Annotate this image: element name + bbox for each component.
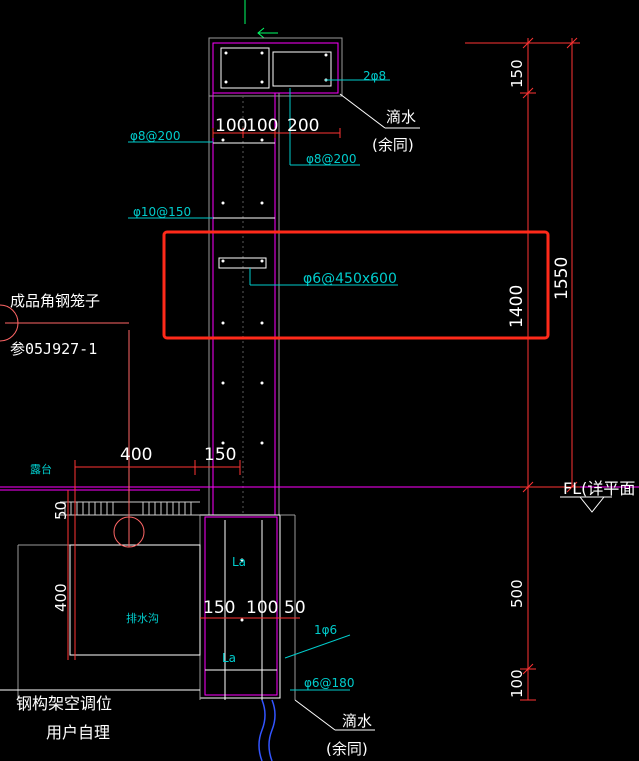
stirrups — [213, 142, 275, 269]
rebar-phi6-450x600: φ6@450x600 — [303, 271, 397, 287]
dim-top-100a: 100 — [215, 116, 247, 136]
drip-note-top: 滴水 — [386, 108, 416, 126]
rebar-phi6-180: φ6@180 — [304, 676, 354, 690]
highlight-box — [162, 230, 550, 340]
drip-leaders — [294, 93, 420, 731]
dim-100-right: 100 — [508, 669, 526, 698]
fl-marker — [560, 496, 612, 513]
la-lower: La — [222, 651, 236, 665]
dim-bottom-150: 150 — [203, 598, 235, 618]
top-dim-lines — [67, 128, 341, 660]
dim-400-vertical: 400 — [52, 583, 70, 612]
cage-circle-icon — [0, 304, 19, 342]
rebar-leaders — [128, 79, 398, 691]
balcony-label: 露台 — [30, 462, 52, 476]
same-note-bottom: (余同) — [326, 740, 368, 758]
la-upper: La — [232, 555, 246, 569]
dim-1400: 1400 — [507, 285, 527, 328]
right-dim-lines — [465, 37, 580, 701]
base-section — [0, 486, 639, 700]
same-note-top: (余同) — [372, 136, 414, 154]
rebar-phi8-200-left: φ8@200 — [130, 129, 180, 143]
rebar-dots — [221, 51, 328, 622]
fl-label: FL(详平面 — [563, 479, 635, 498]
grating-hatch — [60, 501, 200, 516]
dim-bottom-50: 50 — [284, 598, 306, 618]
rebar-1phi6: 1φ6 — [314, 623, 337, 637]
cage-note-2: 参05J927-1 — [10, 340, 97, 358]
rebar-2phi8: 2φ8 — [363, 69, 386, 83]
flow-arrow-icon — [244, 0, 278, 39]
dim-150-right: 150 — [508, 59, 526, 88]
dim-top-100b: 100 — [246, 116, 278, 136]
ac-note-2: 用户自理 — [46, 723, 110, 742]
ac-note-1: 钢构架空调位 — [16, 694, 112, 713]
dim-150: 150 — [204, 445, 236, 465]
dim-50: 50 — [52, 501, 70, 520]
dim-top-200: 200 — [287, 116, 319, 136]
cage-note-1: 成品角钢笼子 — [10, 292, 100, 310]
dim-500: 500 — [508, 579, 526, 608]
dim-1550: 1550 — [552, 257, 572, 300]
pipe-icon — [258, 699, 276, 761]
column-outline — [208, 37, 343, 515]
drain-label: 排水沟 — [126, 611, 159, 625]
dim-400: 400 — [120, 445, 152, 465]
rebar-phi8-200-right: φ8@200 — [306, 152, 356, 166]
rebar-phi10-150: φ10@150 — [133, 205, 191, 219]
dim-bottom-100: 100 — [246, 598, 278, 618]
drip-note-bottom: 滴水 — [342, 712, 372, 730]
